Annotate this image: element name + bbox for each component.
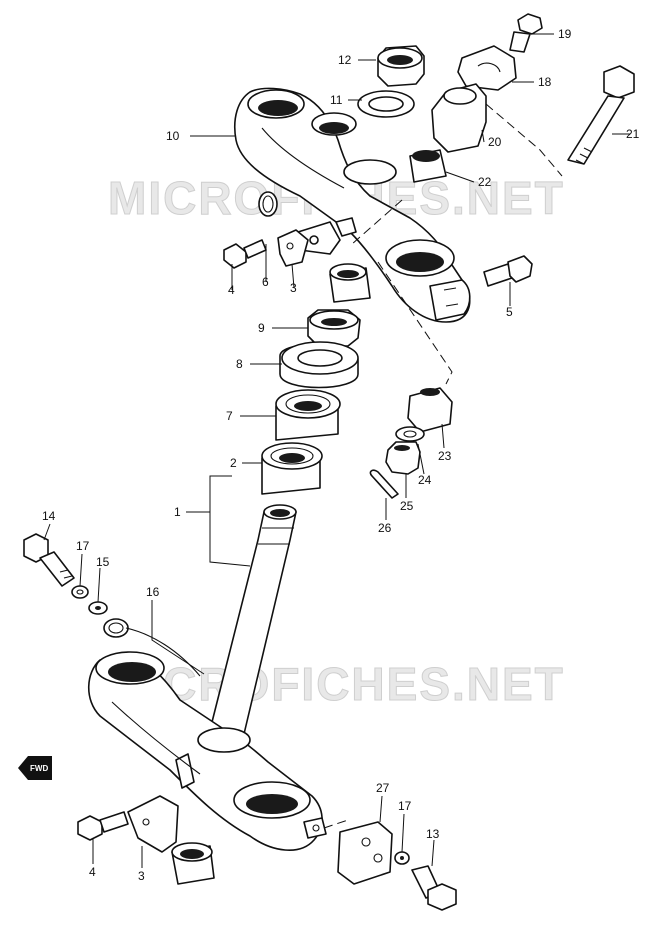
forward-direction-arrow: FWD xyxy=(18,756,52,780)
callout-8: 8 xyxy=(236,357,243,371)
upper-bracket-part xyxy=(234,87,471,323)
callout-24: 24 xyxy=(418,473,432,487)
bolt-part-13 xyxy=(411,865,457,911)
callout-12: 12 xyxy=(338,53,352,67)
handlebar-holder-upper-part-18 xyxy=(457,45,517,91)
dust-seal-part-8 xyxy=(279,341,359,389)
callout-21: 21 xyxy=(626,127,640,141)
callout-19: 19 xyxy=(558,27,572,41)
fwd-label: FWD xyxy=(30,764,48,773)
callout-14: 14 xyxy=(42,509,56,523)
callout-22: 22 xyxy=(478,175,492,189)
callout-23: 23 xyxy=(438,449,452,463)
bolt-part-4-bottom xyxy=(77,811,129,841)
callout-17-top: 17 xyxy=(76,539,90,553)
bolt-part-21 xyxy=(567,65,635,165)
callout-27: 27 xyxy=(376,781,390,795)
lower-bushing xyxy=(171,842,215,885)
washer-part-11 xyxy=(357,90,415,118)
cushion-part-22 xyxy=(409,149,447,183)
callout-9: 9 xyxy=(258,321,265,335)
handlebar-holder-lower-part-20 xyxy=(431,83,487,153)
nut-part-25 xyxy=(385,441,421,475)
callout-6: 6 xyxy=(262,275,269,289)
steering-stem-part-1 xyxy=(209,504,297,735)
bearing-part-7 xyxy=(275,389,341,441)
bracket-part-27 xyxy=(337,821,393,885)
cotter-pin-part-26 xyxy=(369,469,399,499)
o-ring-part-6 xyxy=(258,191,278,217)
callout-25: 25 xyxy=(400,499,414,513)
stem-nut-part-9 xyxy=(307,309,361,347)
bolt-part-14 xyxy=(23,533,75,587)
cushion-part-23 xyxy=(407,387,453,433)
callout-1: 1 xyxy=(174,505,181,519)
steering-stem-bushing xyxy=(329,263,371,303)
leader-lines xyxy=(43,33,630,868)
washer-part-24 xyxy=(395,426,425,442)
lower-bracket xyxy=(88,651,327,851)
bolt-part-4-top xyxy=(223,239,267,269)
washer-part-17-top xyxy=(71,585,89,599)
callout-26: 26 xyxy=(378,521,392,535)
clamp-plate-part-3-bottom xyxy=(127,795,179,853)
callout-4-bottom: 4 xyxy=(89,865,96,879)
o-ring-part-16 xyxy=(103,618,129,638)
bearing-part-2 xyxy=(261,442,323,495)
callout-10: 10 xyxy=(166,129,180,143)
callout-7: 7 xyxy=(226,409,233,423)
callout-labels: 19 12 18 11 10 21 20 22 4 6 3 5 9 8 7 2 … xyxy=(42,27,640,883)
bolt-part-19 xyxy=(509,13,543,53)
callout-17-bottom: 17 xyxy=(398,799,412,813)
callout-3-top: 3 xyxy=(290,281,297,295)
callout-11: 11 xyxy=(330,93,343,107)
callout-5: 5 xyxy=(506,305,513,319)
nut-part-12 xyxy=(377,45,425,87)
bolt-part-5 xyxy=(483,255,533,287)
callout-18: 18 xyxy=(538,75,552,89)
callout-16: 16 xyxy=(146,585,160,599)
callout-20: 20 xyxy=(488,135,502,149)
callout-15: 15 xyxy=(96,555,110,569)
clamp-plate-part-3-top xyxy=(277,229,309,267)
callout-13: 13 xyxy=(426,827,440,841)
callout-4-top: 4 xyxy=(228,283,235,297)
callout-3-bottom: 3 xyxy=(138,869,145,883)
callout-2: 2 xyxy=(230,456,237,470)
